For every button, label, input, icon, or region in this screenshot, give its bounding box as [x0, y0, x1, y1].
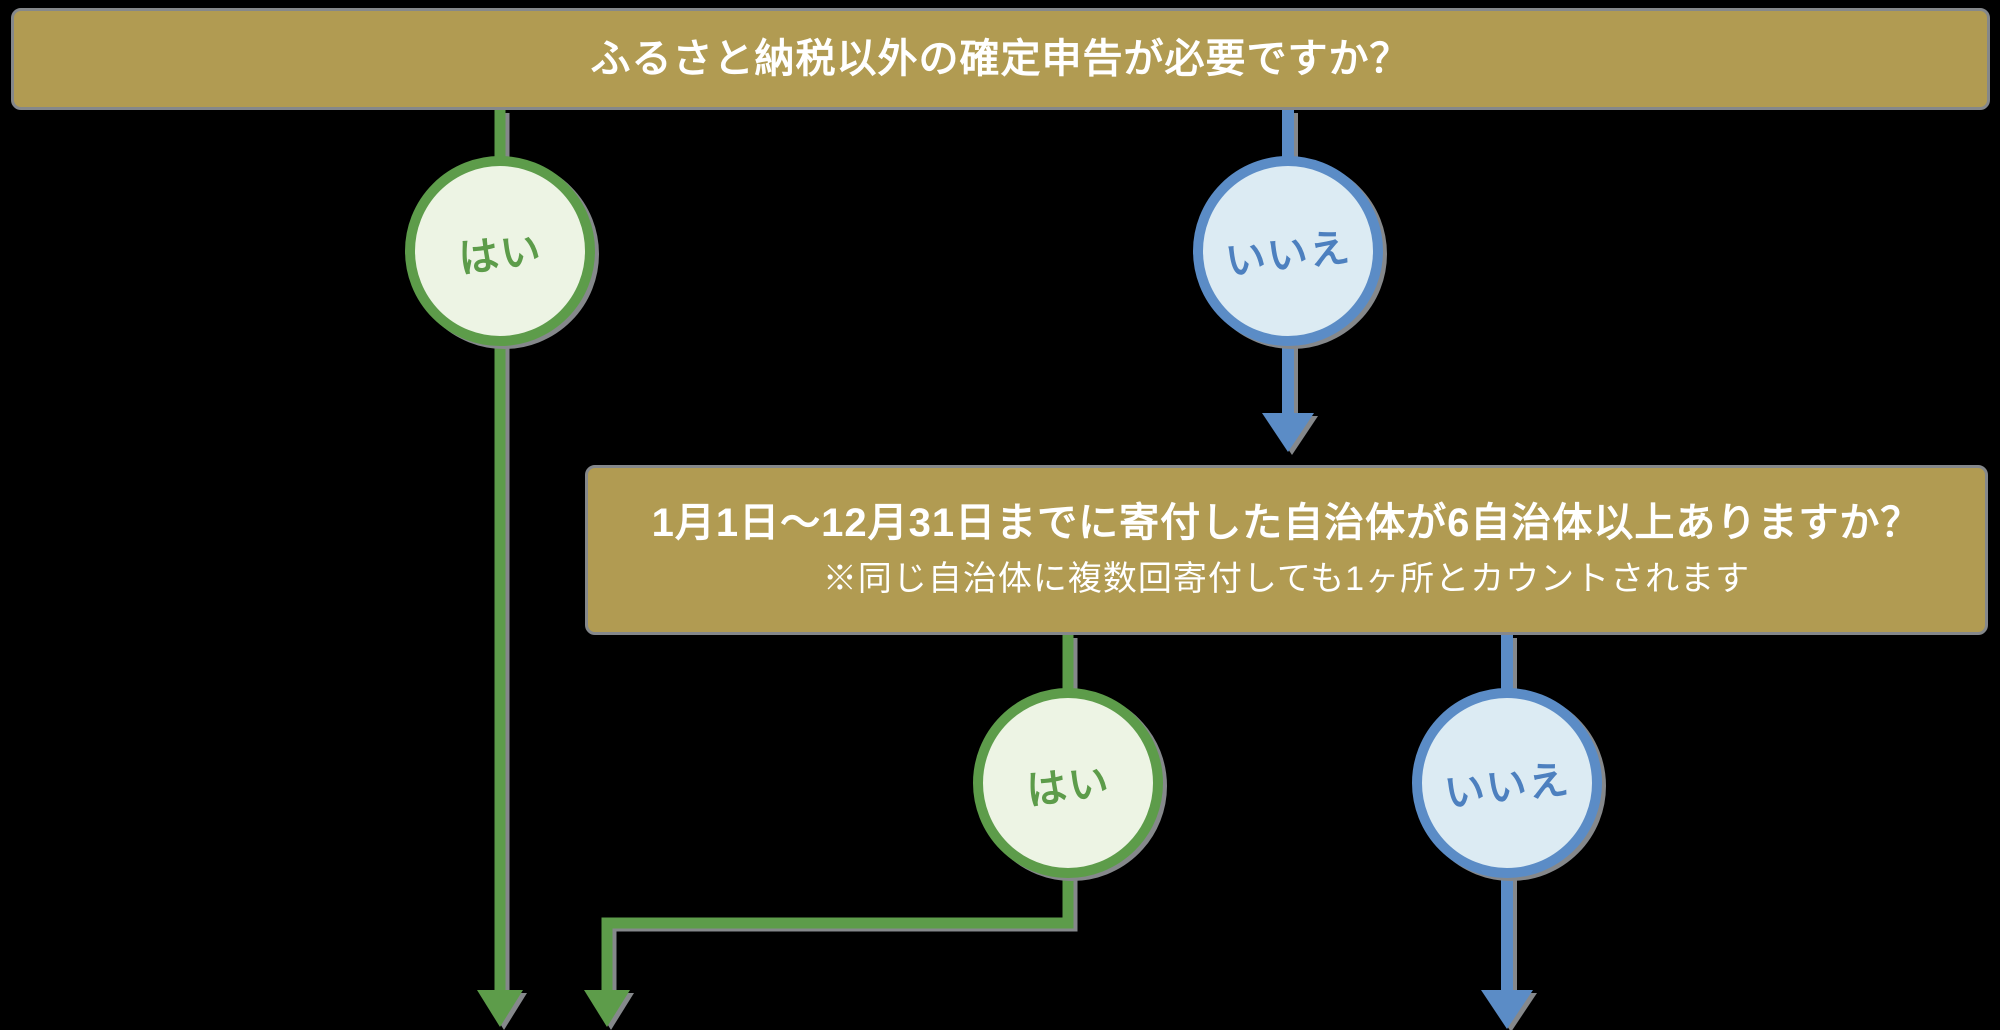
q2-yes-label: はい: [1024, 760, 1113, 814]
question1-banner: ふるさと納税以外の確定申告が必要ですか？: [11, 8, 1990, 110]
q1-no-node: いいえ: [1193, 156, 1383, 346]
q1-no-arrowhead-icon: [1262, 413, 1314, 452]
question2-note: ※同じ自治体に複数回寄付しても1ヶ所とカウントされます: [822, 560, 1751, 599]
q2-yes-arrowhead-icon: [584, 990, 630, 1027]
q2-no-node: いいえ: [1412, 688, 1602, 878]
question2-title: 1月1日～12月31日までに寄付した自治体が6自治体以上ありますか？: [651, 501, 1922, 546]
q2-no-arrowhead-icon: [1481, 990, 1533, 1029]
q1-yes-node: はい: [405, 156, 595, 346]
question1-title: ふるさと納税以外の確定申告が必要ですか？: [590, 37, 1411, 81]
q2-no-label: いいえ: [1442, 757, 1573, 817]
question2-banner: 1月1日～12月31日までに寄付した自治体が6自治体以上ありますか？ ※同じ自治…: [585, 465, 1988, 635]
q1-no-label: いいえ: [1223, 225, 1354, 285]
q1-yes-label: はい: [456, 228, 545, 282]
q1-yes-arrowhead-icon: [477, 990, 523, 1027]
q2-yes-node: はい: [973, 688, 1163, 878]
